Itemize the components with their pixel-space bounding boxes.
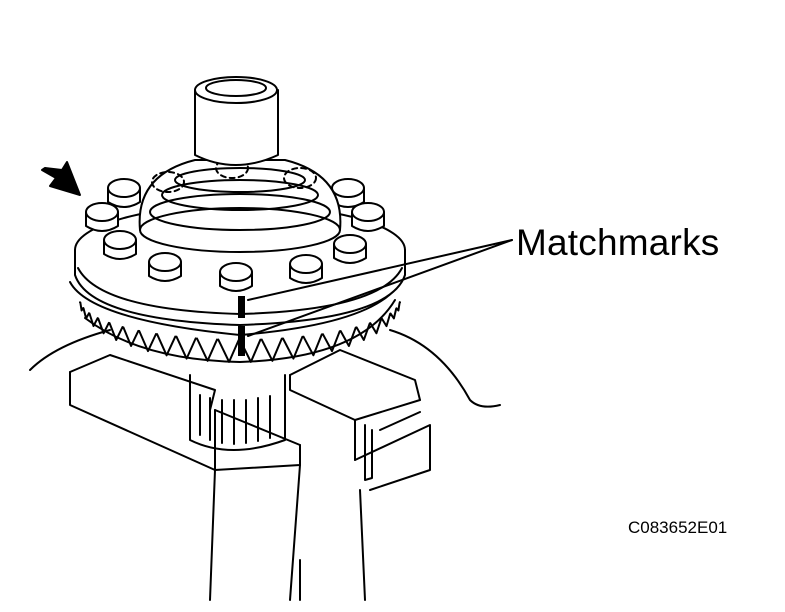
bolt-head bbox=[148, 252, 182, 282]
bolt-head bbox=[103, 230, 137, 260]
matchmark-case bbox=[238, 296, 245, 318]
bolt-head bbox=[107, 178, 141, 208]
bolt-head bbox=[289, 254, 323, 284]
matchmark-leader-lines bbox=[247, 239, 513, 337]
vise-holder bbox=[29, 329, 501, 601]
matchmark-ring-gear bbox=[238, 326, 245, 356]
hidden-bolts bbox=[151, 157, 317, 193]
ring-gear-bolts bbox=[85, 178, 385, 292]
hidden-bolt bbox=[215, 157, 249, 179]
figure-code: C083652E01 bbox=[628, 518, 728, 537]
ring-gear-teeth bbox=[79, 301, 401, 363]
pinion-shaft bbox=[194, 76, 279, 166]
lower-shaft bbox=[189, 374, 286, 451]
bolt-head bbox=[333, 234, 367, 264]
bolt-head bbox=[351, 202, 385, 232]
hidden-bolt bbox=[151, 171, 185, 193]
hidden-bolt bbox=[283, 167, 317, 189]
bolt-head bbox=[85, 202, 119, 232]
direction-arrow bbox=[41, 161, 81, 196]
bolt-head bbox=[219, 262, 253, 292]
matchmarks-label: Matchmarks bbox=[516, 222, 720, 263]
matchmark-lines bbox=[238, 296, 245, 356]
